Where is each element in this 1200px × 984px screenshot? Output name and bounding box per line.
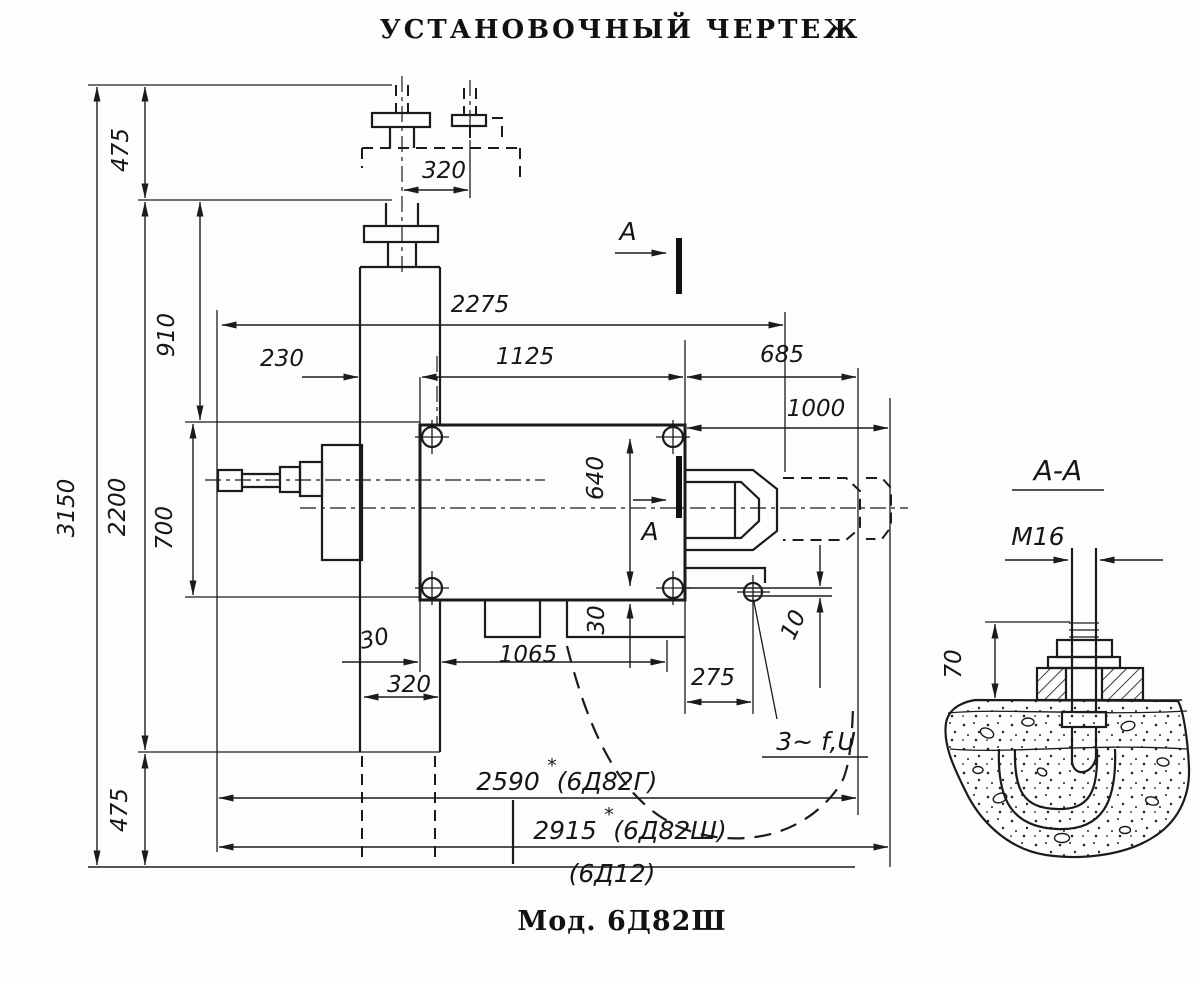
variant-6d82sh-model: (6Д82Ш): [613, 816, 727, 845]
lead-screw-shaft: [216, 443, 364, 562]
section-mark-mid: А: [639, 517, 658, 546]
dimension-lines: [93, 86, 889, 866]
foundation-block: [944, 698, 1191, 859]
dim-475-top-label: 475: [108, 128, 134, 172]
power-connection-label: 3~ f,U: [776, 727, 855, 756]
section-cut-marks: [615, 238, 682, 518]
dim-30-left-label: 30: [358, 623, 392, 655]
arbor-support-bolts: [362, 111, 488, 267]
dim-2275-label: 2275: [451, 292, 510, 318]
variant-6d82g-star: *: [547, 755, 557, 777]
model-caption: Мод. 6Д82Ш: [517, 906, 726, 937]
hidden-lines: [361, 85, 892, 862]
dim-1000-label: 1000: [787, 396, 846, 422]
variant-6d82g-model: (6Д82Г): [557, 767, 658, 796]
dim-320-top-label: 320: [422, 158, 466, 184]
page-title: УСТАНОВОЧНЫЙ ЧЕРТЕЖ: [380, 12, 861, 45]
centerlines: [205, 76, 908, 509]
dim-320-base-label: 320: [387, 672, 431, 698]
detail-view-a-a: [944, 489, 1191, 859]
foundation-bolts-plan: [415, 420, 690, 605]
variant-6d82g-value: 2590: [476, 767, 540, 796]
dim-640-label: 640: [583, 456, 609, 500]
section-mark-top: А: [617, 217, 636, 246]
dim-1065-label: 1065: [499, 642, 558, 668]
dim-2200-label: 2200: [105, 478, 131, 537]
spindle-nose: [685, 468, 779, 552]
swing-arc: [565, 645, 855, 840]
detail-view-title: А-А: [1032, 454, 1082, 487]
anchor-bolt-section: [975, 548, 1182, 831]
variant-6d12-model: (6Д12): [569, 859, 656, 888]
dim-475-bottom-label: 475: [107, 788, 133, 832]
power-entry-plate: [685, 566, 832, 720]
machine-outline: [216, 111, 832, 864]
text-labels: УСТАНОВОЧНЫЙ ЧЕРТЕЖ Мод. 6Д82Ш 475 910 3…: [54, 12, 1082, 937]
dim-1125-label: 1125: [496, 344, 555, 370]
column: [358, 265, 515, 864]
dim-275-label: 275: [691, 665, 735, 691]
variant-6d82sh-value: 2915: [533, 816, 597, 845]
extension-lines: [88, 84, 1070, 868]
dim-70-label: 70: [941, 649, 967, 678]
dim-685-label: 685: [760, 342, 804, 368]
dim-700-label: 700: [152, 506, 178, 550]
variant-6d82sh-star: *: [604, 804, 614, 826]
base-plate: [418, 423, 687, 639]
dim-30-mid-label: 30: [584, 605, 610, 634]
bolt-thread-label: М16: [1011, 522, 1064, 551]
dim-10-label: 10: [776, 606, 812, 644]
dim-230-label: 230: [260, 346, 304, 372]
dim-3150-label: 3150: [54, 479, 80, 538]
dim-910-label: 910: [154, 313, 180, 357]
